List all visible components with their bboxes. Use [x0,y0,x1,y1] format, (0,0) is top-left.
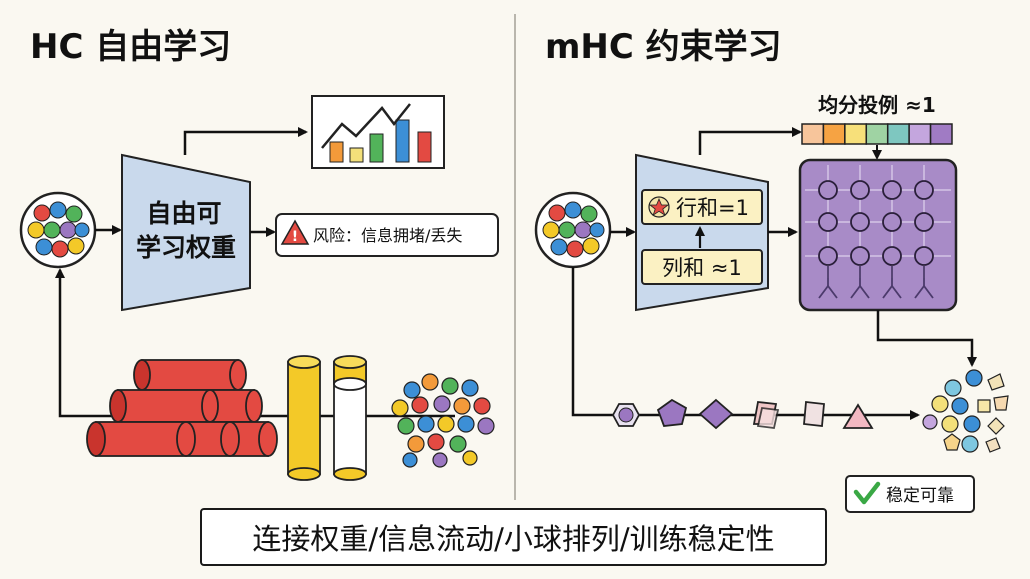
doubly-stochastic-matrix [798,158,958,312]
output-mixed-shapes [922,369,1009,453]
right-loop-line [571,267,610,417]
arrow-funnel-to-strip [698,127,802,155]
matrix-node [850,246,870,266]
shape-sequence [611,398,874,430]
row-sum-label: 行和=1 [641,189,763,225]
matrix-node [882,246,902,266]
strip-label: 均分投例 ≈1 [818,93,936,117]
funnel-label-line2: 学习权重 [136,233,236,262]
svg-text:!: ! [292,229,298,245]
row-sum-text: 行和=1 [676,196,749,220]
left-weight-funnel [121,153,251,312]
chart-icon [311,95,445,169]
col-sum-text: 列和 ≈1 [662,256,742,280]
scattered-balls [391,373,495,468]
red-pipes [86,359,278,457]
matrix-node [818,212,838,232]
matrix-node [914,180,934,200]
strip-cell [801,123,825,145]
matrix-node [882,212,902,232]
yellow-cylinders [287,355,367,481]
funnel-label-line1: 自由可 [146,199,221,228]
matrix-node [818,180,838,200]
stable-badge: 稳定可靠 [845,475,975,513]
right-title: mHC 约束学习 [545,27,782,67]
strip-cell [822,123,846,145]
color-strip [801,123,953,145]
arrow-feedback-loop [55,268,455,418]
risk-box: ! 风险：信息拥堵/丢失 [275,213,499,257]
caption-box: 连接权重/信息流动/小球排列/训练稳定性 [200,508,827,566]
strip-cell [929,123,953,145]
left-input-ball-bag [19,191,97,269]
strip-cell [844,123,868,145]
left-title: HC 自由学习 [30,27,231,67]
strip-cell [865,123,889,145]
warning-icon: ! [280,219,310,245]
matrix-node [882,180,902,200]
col-sum-label: 列和 ≈1 [641,249,763,285]
arrow-matrix-to-output [876,310,977,367]
right-input-ball-bag [534,191,612,269]
check-icon [853,481,881,505]
stable-label: 稳定可靠 [886,486,954,506]
matrix-node [914,212,934,232]
strip-cell [886,123,910,145]
matrix-node [914,246,934,266]
matrix-node [850,180,870,200]
right-weight-funnel [635,153,769,312]
matrix-node [818,246,838,266]
matrix-node [850,212,870,232]
risk-label: 风险：信息拥堵/丢失 [313,226,462,245]
arrow-funnel-to-chart [183,127,308,155]
strip-cell [908,123,932,145]
star-icon [648,196,670,218]
